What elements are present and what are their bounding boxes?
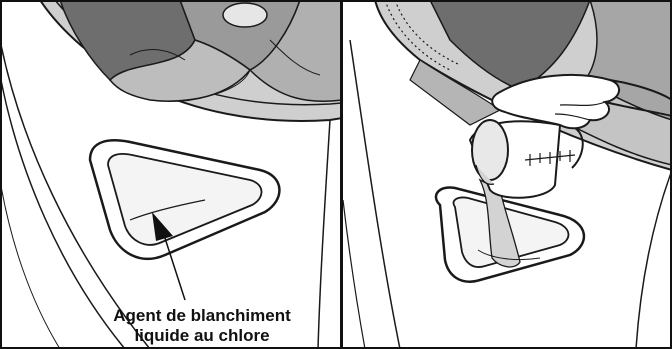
pouring-panel: [343, 0, 672, 349]
agitator-cap: [223, 3, 267, 27]
callout-label-line2: liquide au chlore: [134, 326, 269, 345]
dispenser-panel: Agent de blanchiment liquide au chlore: [0, 0, 342, 349]
callout-label-line1: Agent de blanchiment: [113, 306, 291, 325]
